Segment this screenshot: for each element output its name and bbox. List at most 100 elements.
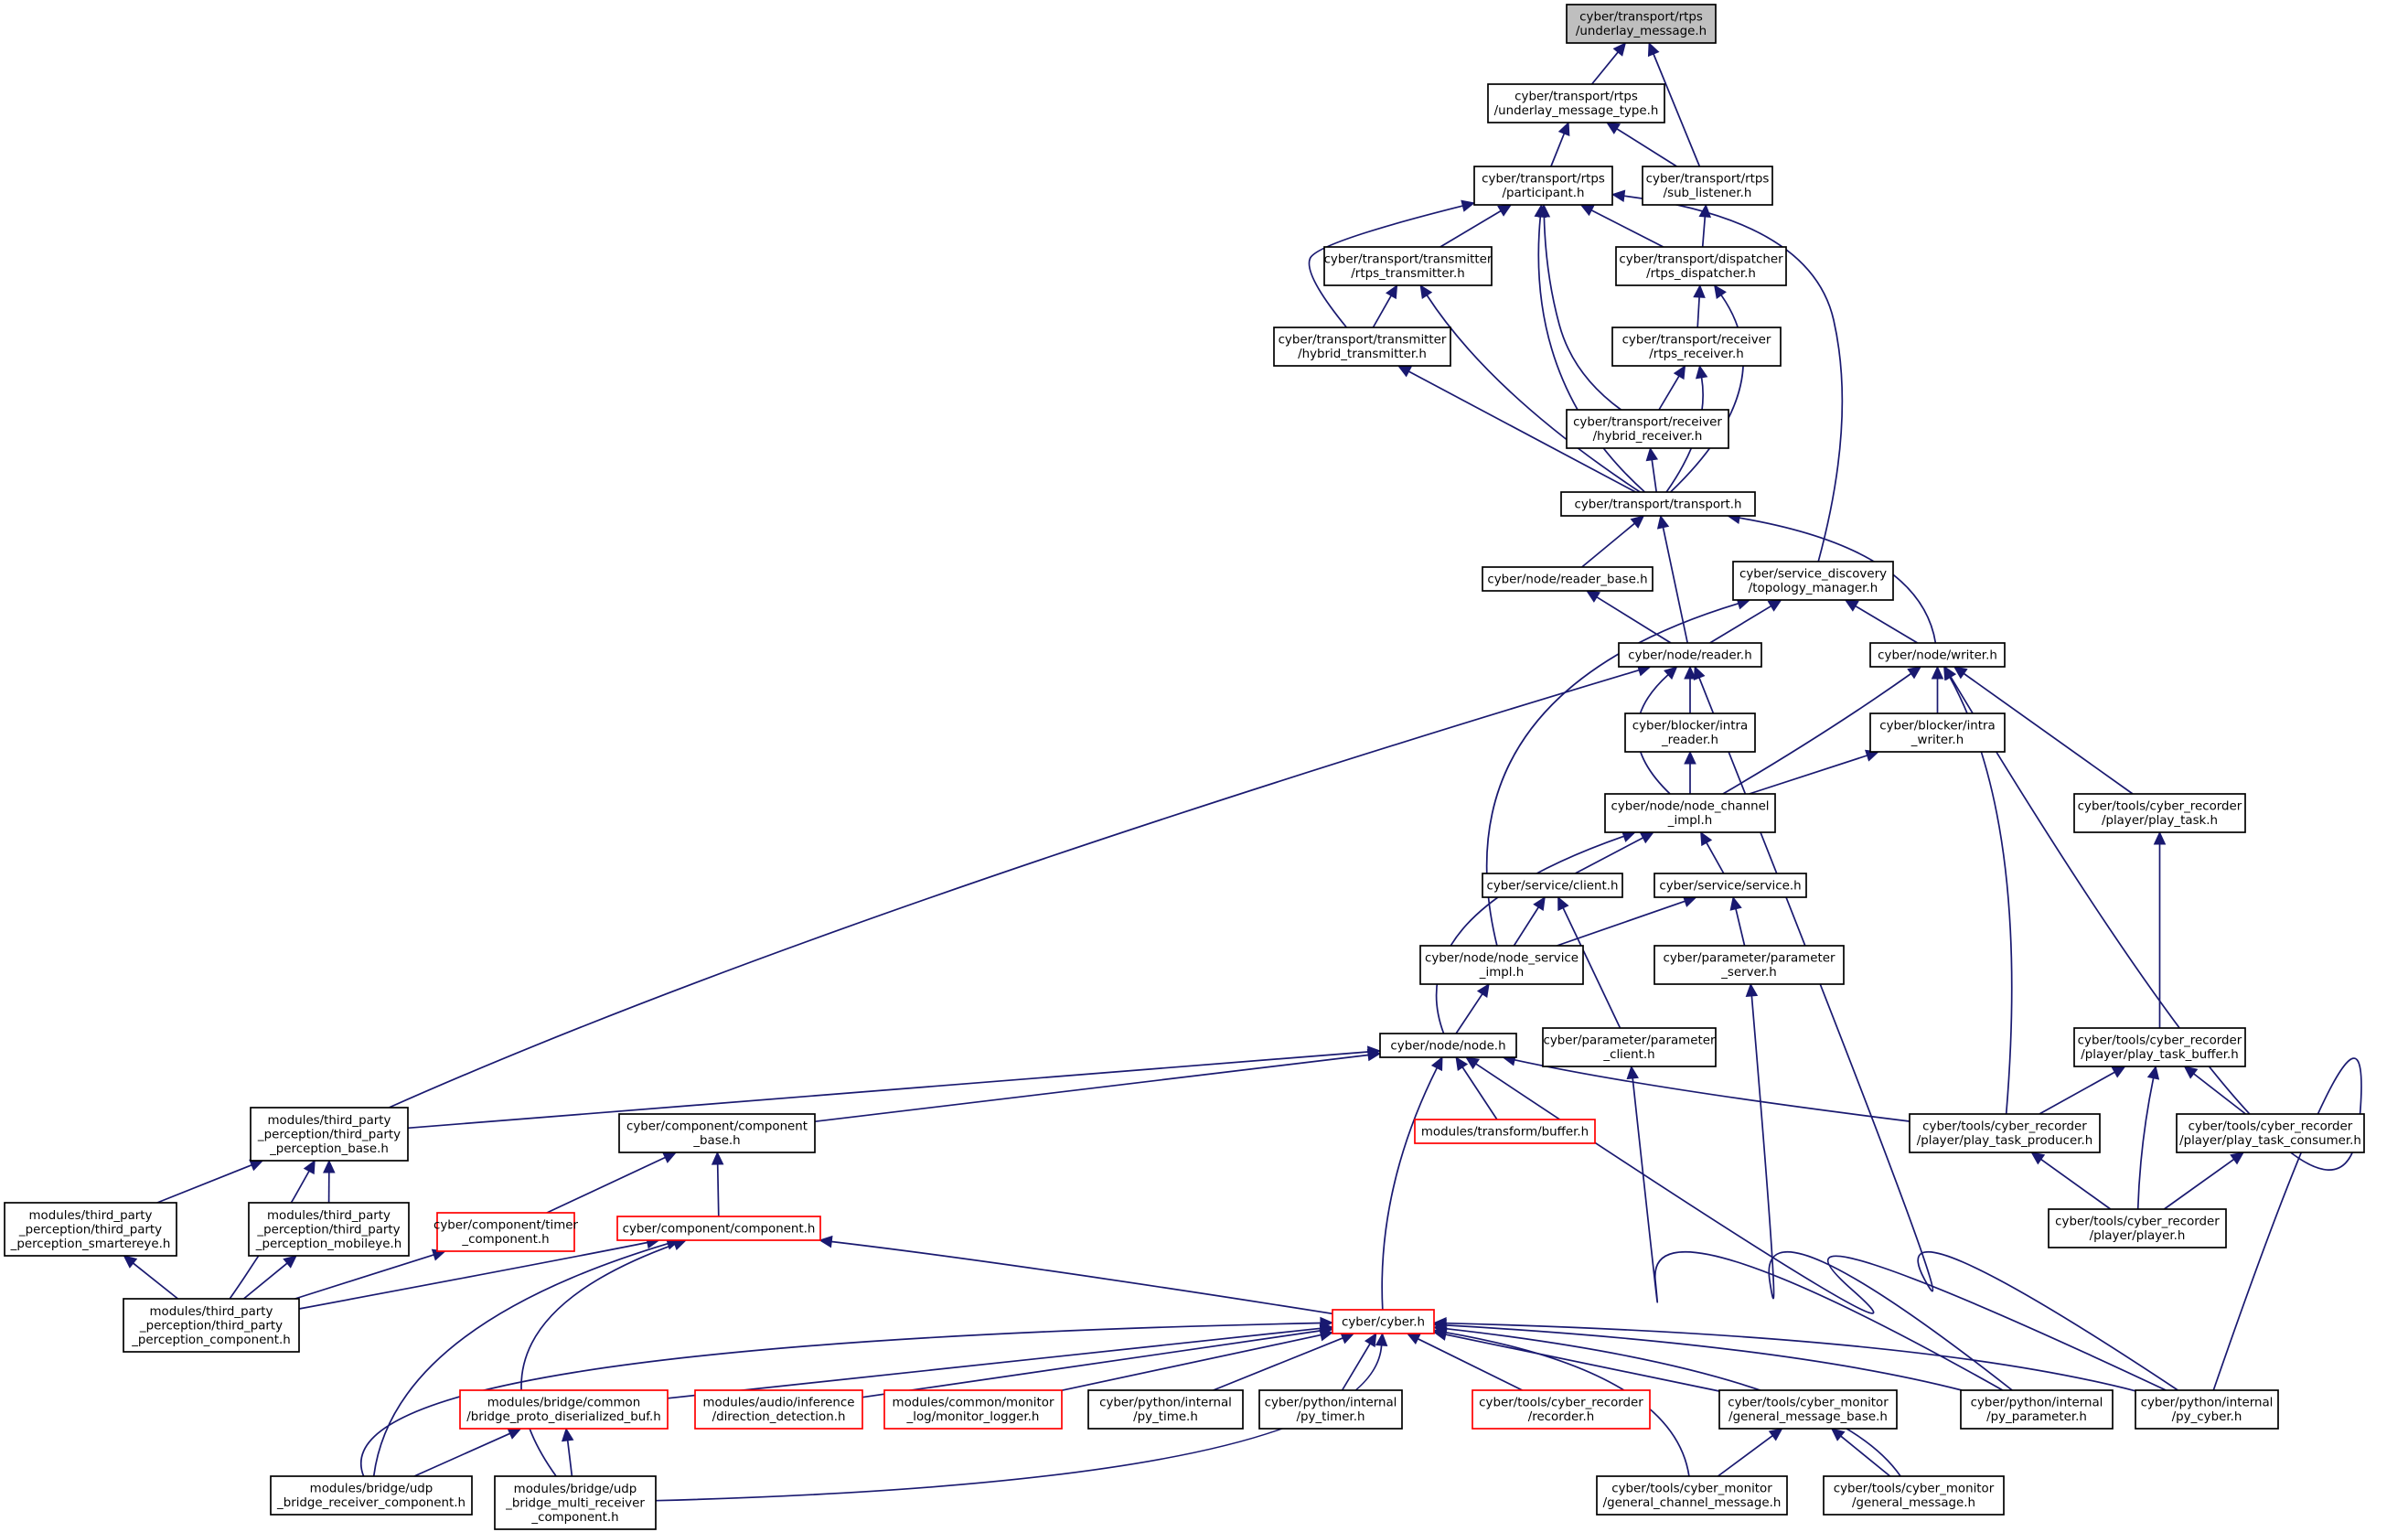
node-label-line: /player/play_task.h xyxy=(2102,814,2218,828)
graph-node-n21[interactable]: cyber/parameter/parameter_server.h xyxy=(1653,945,1845,985)
graph-node-n14[interactable]: cyber/blocker/intra_reader.h xyxy=(1624,712,1756,753)
edge-arrowhead xyxy=(1645,446,1659,462)
node-label-line: _perception_base.h xyxy=(269,1142,389,1156)
edge-line xyxy=(1698,677,2178,1391)
node-label-line: /underlay_message_type.h xyxy=(1494,104,1659,118)
node-box xyxy=(1596,1475,1788,1516)
node-label-line: cyber/python/internal xyxy=(1099,1397,1232,1410)
graph-node-n36[interactable]: cyber/cyber.h xyxy=(1332,1309,1435,1334)
dependency-edge-n47-n33 xyxy=(520,1238,688,1477)
graph-node-n3[interactable]: cyber/transport/rtps/participant.h xyxy=(1473,166,1613,206)
node-label-line: cyber/parameter/parameter xyxy=(1544,1034,1716,1048)
dependency-edge-n49-n36 xyxy=(1432,1323,1901,1477)
graph-node-n44[interactable]: cyber/python/internal/py_parameter.h xyxy=(1960,1389,2114,1430)
dependency-edge-n44-n36 xyxy=(1432,1319,1963,1391)
node-box xyxy=(618,1113,816,1153)
edge-arrowhead xyxy=(1455,1056,1469,1072)
node-box xyxy=(1618,642,1762,668)
graph-node-n25[interactable]: modules/third_party_perception/third_par… xyxy=(250,1107,409,1162)
edge-line xyxy=(1706,841,1725,874)
graph-node-n33[interactable]: cyber/component/component.h xyxy=(616,1216,821,1241)
graph-node-n47[interactable]: modules/bridge/udp_bridge_multi_receiver… xyxy=(494,1475,657,1530)
graph-node-n7[interactable]: cyber/transport/receiver/rtps_receiver.h xyxy=(1611,327,1782,367)
edge-arrowhead xyxy=(1768,1428,1783,1441)
graph-node-n12[interactable]: cyber/node/reader.h xyxy=(1618,642,1762,668)
graph-node-n11[interactable]: cyber/service_discovery/topology_manager… xyxy=(1732,561,1894,601)
graph-node-n13[interactable]: cyber/node/writer.h xyxy=(1869,642,2006,668)
graph-node-n34[interactable]: cyber/tools/cyber_recorder/player/player… xyxy=(2048,1208,2227,1248)
node-label-line: _perception/third_party xyxy=(257,1128,401,1141)
graph-node-n1[interactable]: cyber/transport/rtps/underlay_message_ty… xyxy=(1487,83,1665,123)
node-box xyxy=(2176,1113,2365,1153)
graph-node-n41[interactable]: cyber/python/internal/py_timer.h xyxy=(1258,1389,1403,1430)
node-box xyxy=(1487,83,1665,123)
graph-node-n24[interactable]: cyber/tools/cyber_recorder/player/play_t… xyxy=(2073,1027,2246,1067)
dependency-edge-n16-n14 xyxy=(1684,750,1696,794)
graph-node-n30[interactable]: modules/third_party_perception/third_par… xyxy=(4,1202,177,1257)
graph-node-n27[interactable]: modules/transform/buffer.h xyxy=(1414,1119,1596,1144)
edge-arrowhead xyxy=(1647,41,1660,58)
graph-node-n49[interactable]: cyber/tools/cyber_monitor/general_messag… xyxy=(1823,1475,2005,1516)
node-label-line: cyber/component/component xyxy=(626,1120,808,1134)
edge-line xyxy=(1445,1324,1963,1391)
dependency-edge-n6-n4 xyxy=(1372,284,1398,328)
graph-node-n40[interactable]: cyber/python/internal/py_time.h xyxy=(1087,1389,1244,1430)
node-label-line: /hybrid_receiver.h xyxy=(1593,430,1703,444)
graph-node-n5[interactable]: cyber/transport/dispatcher/rtps_dispatch… xyxy=(1615,246,1787,286)
edge-line xyxy=(1439,209,1502,248)
edge-arrowhead xyxy=(1693,284,1706,298)
node-box xyxy=(616,1216,821,1241)
graph-node-n19[interactable]: cyber/service/service.h xyxy=(1653,873,1807,898)
node-label-line: _server.h xyxy=(1720,966,1777,980)
edge-line xyxy=(1616,128,1677,167)
graph-node-n2[interactable]: cyber/transport/rtps/sub_listener.h xyxy=(1642,166,1773,206)
node-label-line: cyber/service_discovery xyxy=(1739,568,1887,582)
node-box xyxy=(694,1389,863,1430)
edge-arrowhead xyxy=(1745,982,1759,998)
dependency-edge-n12-n10 xyxy=(1585,590,1672,644)
graph-node-n39[interactable]: modules/common/monitor_log/monitor_logge… xyxy=(883,1389,1063,1430)
edge-arrowhead xyxy=(1664,666,1678,680)
graph-node-n15[interactable]: cyber/blocker/intra_writer.h xyxy=(1869,712,2006,753)
graph-node-n23[interactable]: cyber/parameter/parameter_client.h xyxy=(1542,1027,1717,1067)
graph-node-n9[interactable]: cyber/transport/transport.h xyxy=(1560,491,1756,517)
graph-node-n48[interactable]: cyber/tools/cyber_monitor/general_channe… xyxy=(1596,1475,1788,1516)
graph-node-n10[interactable]: cyber/node/reader_base.h xyxy=(1482,566,1653,592)
node-box xyxy=(1560,491,1756,517)
graph-node-n37[interactable]: modules/bridge/common/bridge_proto_diser… xyxy=(459,1389,669,1430)
graph-node-n22[interactable]: cyber/node/node.h xyxy=(1379,1033,1517,1058)
graph-node-n42[interactable]: cyber/tools/cyber_recorder/recorder.h xyxy=(1472,1389,1651,1430)
edge-arrowhead xyxy=(2183,1066,2199,1079)
dependency-edge-n26-n22 xyxy=(814,1048,1382,1123)
graph-node-n26[interactable]: cyber/component/component_base.h xyxy=(618,1113,816,1153)
graph-node-n38[interactable]: modules/audio/inference/direction_detect… xyxy=(694,1389,863,1430)
edge-line xyxy=(1651,459,1658,493)
graph-node-n45[interactable]: cyber/python/internal/py_cyber.h xyxy=(2135,1389,2279,1430)
graph-node-n8[interactable]: cyber/transport/receiver/hybrid_receiver… xyxy=(1566,409,1729,449)
edge-arrowhead xyxy=(1931,665,1944,680)
node-box xyxy=(1732,561,1894,601)
graph-node-n46[interactable]: modules/bridge/udp_bridge_receiver_compo… xyxy=(270,1475,473,1516)
edge-line xyxy=(1445,1331,1690,1477)
dependency-edge-n4-n3 xyxy=(1439,204,1513,248)
graph-node-n6[interactable]: cyber/transport/transmitter/hybrid_trans… xyxy=(1273,327,1451,367)
edge-arrowhead xyxy=(1432,1323,1448,1335)
node-box xyxy=(1472,1389,1651,1430)
graph-node-n20[interactable]: cyber/node/node_service_impl.h xyxy=(1419,945,1584,985)
edge-arrowhead xyxy=(1693,665,1706,681)
graph-node-n17[interactable]: cyber/tools/cyber_recorder/player/play_t… xyxy=(2073,793,2246,833)
graph-node-n35[interactable]: modules/third_party_perception/third_par… xyxy=(123,1298,300,1353)
graph-node-n31[interactable]: modules/third_party_perception/third_par… xyxy=(248,1202,410,1257)
graph-node-n43[interactable]: cyber/tools/cyber_monitor/general_messag… xyxy=(1718,1389,1898,1430)
node-label-line: _perception_mobileye.h xyxy=(255,1237,401,1251)
graph-node-n32[interactable]: cyber/component/timer_component.h xyxy=(433,1212,579,1252)
graph-node-n4[interactable]: cyber/transport/transmitter/rtps_transmi… xyxy=(1323,246,1493,286)
node-label-line: cyber/tools/cyber_recorder xyxy=(1479,1397,1643,1410)
graph-node-n18[interactable]: cyber/service/client.h xyxy=(1482,873,1623,898)
dependency-edge-n27-n22 xyxy=(1455,1056,1498,1120)
graph-node-n29[interactable]: cyber/tools/cyber_recorder/player/play_t… xyxy=(2176,1113,2365,1153)
graph-node-n28[interactable]: cyber/tools/cyber_recorder/player/play_t… xyxy=(1909,1113,2101,1153)
dependency-edge-n36-n22 xyxy=(1381,1055,1443,1311)
graph-node-n16[interactable]: cyber/node/node_channel_impl.h xyxy=(1604,793,1776,833)
edge-arrowhead xyxy=(1557,895,1569,912)
